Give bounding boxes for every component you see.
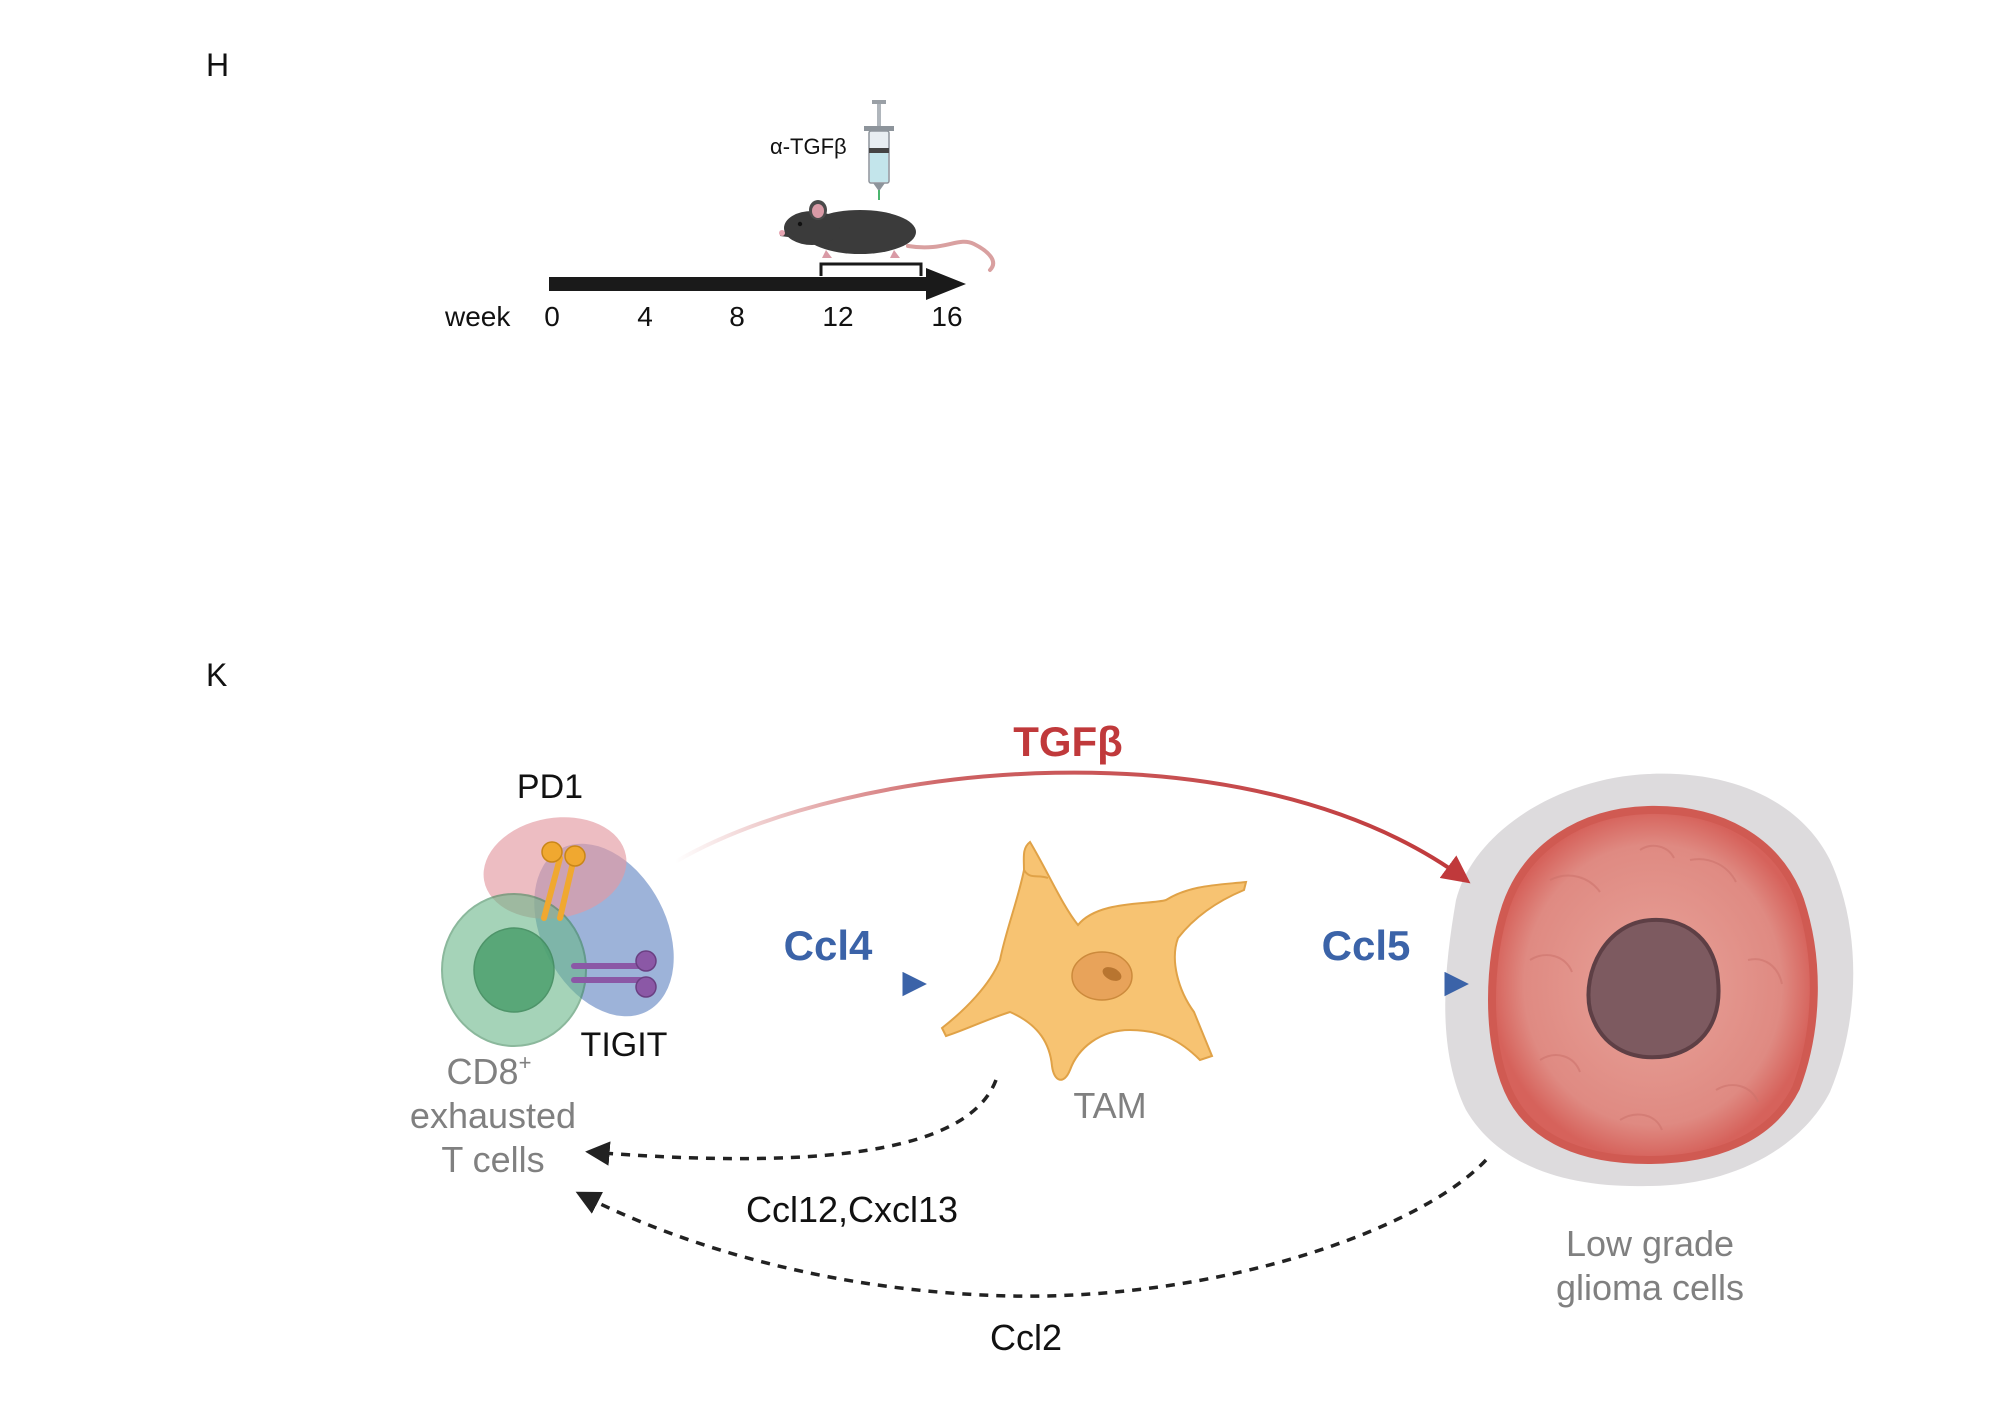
panel-h: H [206, 47, 996, 332]
tgfb-label: TGFβ [1013, 718, 1123, 765]
tcell-name-line2: exhausted [410, 1095, 576, 1136]
ccl12-cxcl13-label: Ccl12,Cxcl13 [746, 1189, 958, 1230]
timeline-arrow [549, 268, 966, 300]
panel-k: K PD1 TIGIT CD8+ exhausted T cells [206, 657, 1854, 1358]
tick-16: 16 [931, 301, 962, 332]
cd8-cell-nucleus [473, 927, 555, 1013]
tick-12: 12 [822, 301, 853, 332]
ccl5-label: Ccl5 [1322, 922, 1411, 969]
glioma-label-line1: Low grade [1566, 1223, 1734, 1264]
injection-label: α-TGFβ [770, 134, 847, 159]
tam-cell-icon [940, 840, 1248, 1081]
axis-label-week: week [444, 301, 511, 332]
pd1-receptor-icon [541, 841, 586, 921]
tick-8: 8 [729, 301, 745, 332]
ccl2-arrow [575, 1158, 1488, 1298]
tcell-name-line1: CD8+ [447, 1050, 532, 1092]
mouse-icon [779, 200, 996, 272]
ccl2-label: Ccl2 [990, 1317, 1062, 1358]
glioma-texture [1529, 844, 1783, 1131]
glioma-cell-icon [1445, 773, 1854, 1187]
ccl12-cxcl13-arrow [585, 1079, 998, 1166]
tigit-label: TIGIT [581, 1026, 668, 1064]
t-cell-cluster [441, 817, 674, 1047]
panel-k-label: K [206, 657, 227, 693]
tick-4: 4 [637, 301, 653, 332]
tgfb-arrow [673, 770, 1471, 884]
tcell-name-line3: T cells [441, 1139, 544, 1180]
syringe-icon [864, 100, 894, 200]
tam-nucleus [1071, 951, 1133, 1001]
treatment-bracket [819, 262, 923, 276]
tigit-receptor-icon [571, 950, 657, 998]
panel-h-label: H [206, 47, 229, 83]
pd1-label: PD1 [517, 768, 583, 806]
glioma-label-line2: glioma cells [1556, 1267, 1744, 1308]
ccl4-label: Ccl4 [784, 922, 873, 969]
tam-label: TAM [1073, 1085, 1146, 1126]
glioma-nucleus [1586, 917, 1721, 1060]
tick-0: 0 [544, 301, 560, 332]
